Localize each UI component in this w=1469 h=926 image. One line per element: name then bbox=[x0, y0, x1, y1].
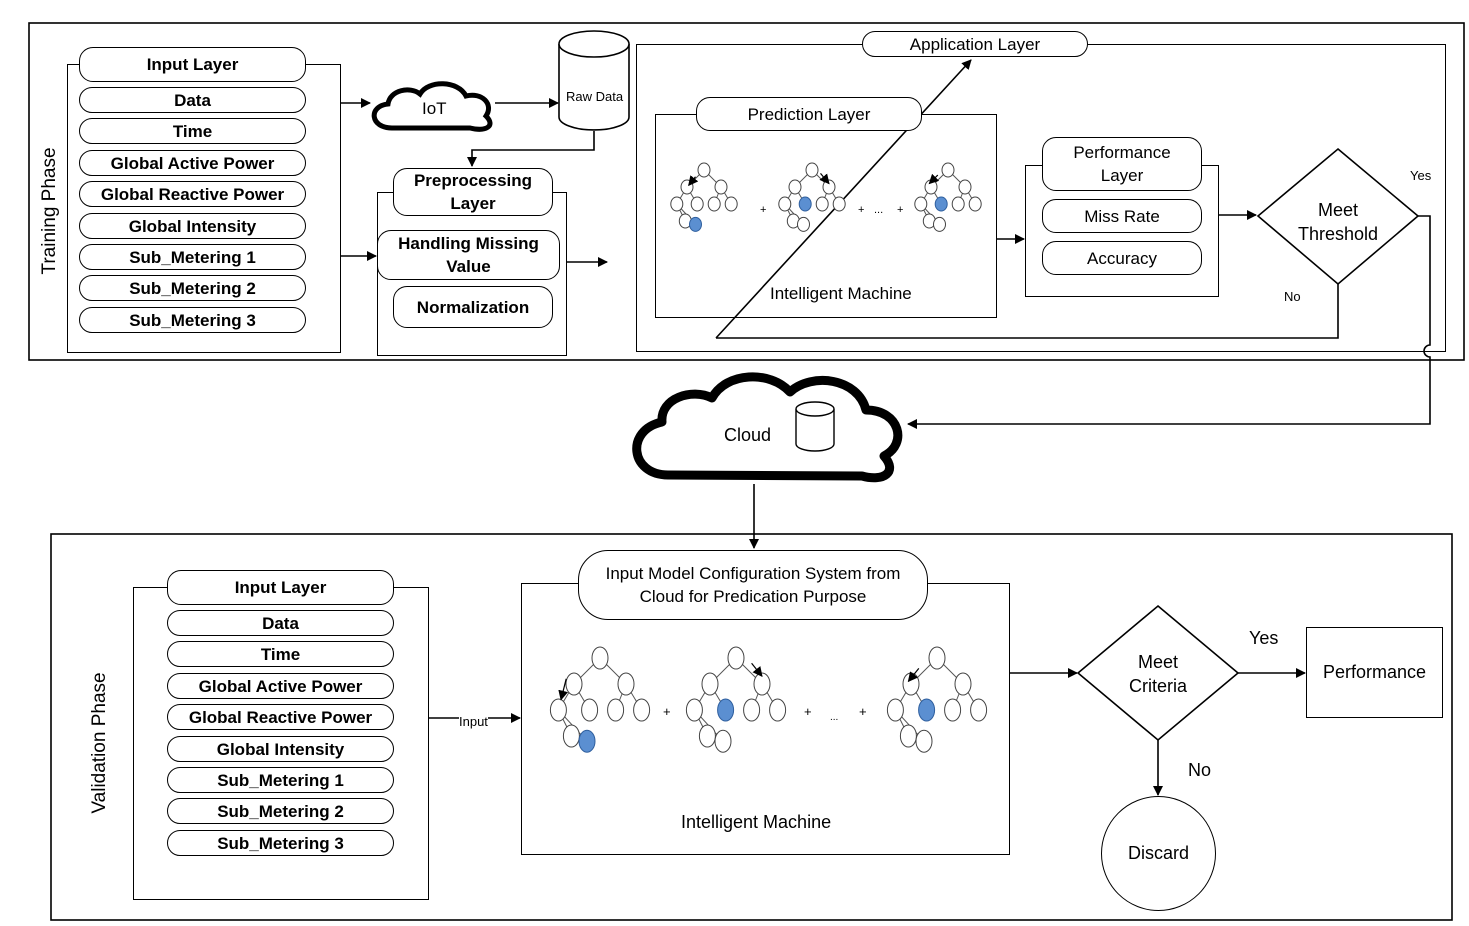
model-configuration-title: Input Model Configuration System from Cl… bbox=[578, 550, 928, 620]
performance-result-label: Performance bbox=[1322, 662, 1427, 682]
training-input-item: Sub_Metering 2 bbox=[79, 275, 306, 301]
prediction-layer-title: Prediction Layer bbox=[696, 97, 922, 131]
threshold-yes-label: Yes bbox=[1410, 168, 1432, 183]
decision-trees-group: + +... + + +... + bbox=[549, 162, 988, 753]
validation-input-item: Sub_Metering 3 bbox=[167, 830, 394, 856]
tree-separator: + bbox=[760, 204, 766, 216]
handling-missing-value: Handling Missing Value bbox=[377, 230, 560, 280]
decision-tree-icon bbox=[670, 162, 738, 232]
decision-tree-icon bbox=[549, 646, 651, 753]
decision-tree-icon bbox=[886, 646, 988, 753]
application-layer-title: Application Layer bbox=[862, 31, 1088, 57]
tree-separator: + bbox=[663, 704, 671, 719]
cloud-label: Cloud bbox=[724, 425, 772, 445]
tree-separator: + bbox=[859, 704, 867, 719]
tree-separator: ... bbox=[830, 712, 838, 723]
tree-separator: + bbox=[804, 704, 812, 719]
training-input-item: Global Intensity bbox=[79, 213, 306, 239]
raw-data-label: Raw Data bbox=[566, 89, 624, 104]
criteria-no-label: No bbox=[1188, 760, 1212, 780]
validation-input-item: Global Active Power bbox=[167, 673, 394, 699]
validation-input-item: Sub_Metering 2 bbox=[167, 798, 394, 824]
normalization: Normalization bbox=[393, 286, 553, 328]
no-loop-line bbox=[716, 284, 1339, 339]
validation-input-layer-title: Input Layer bbox=[167, 570, 394, 605]
cloud-icon bbox=[632, 372, 903, 483]
training-input-item: Global Active Power bbox=[79, 150, 306, 176]
discard-circle: Discard bbox=[1101, 796, 1216, 911]
training-input-item: Time bbox=[79, 118, 306, 144]
raw-data-cylinder-icon bbox=[558, 30, 630, 131]
training-phase-label: Training Phase bbox=[39, 147, 60, 275]
cloud-database-icon bbox=[795, 401, 835, 452]
training-phase-frame bbox=[28, 22, 1465, 361]
validation-input-item: Data bbox=[167, 610, 394, 636]
training-intelligent-machine-label: Intelligent Machine bbox=[770, 284, 912, 303]
threshold-no-label: No bbox=[1284, 289, 1301, 304]
validation-input-item: Global Reactive Power bbox=[167, 704, 394, 730]
miss-rate: Miss Rate bbox=[1042, 199, 1202, 233]
tree-separator: ... bbox=[874, 204, 883, 216]
decision-tree-icon bbox=[914, 162, 982, 232]
validation-phase-frame bbox=[50, 533, 1453, 921]
validation-input-item: Global Intensity bbox=[167, 736, 394, 762]
tree-separator: + bbox=[858, 204, 864, 216]
criteria-yes-label: Yes bbox=[1249, 628, 1279, 648]
performance-result-box: Performance bbox=[1306, 627, 1443, 718]
validation-intelligent-machine-label: Intelligent Machine bbox=[681, 812, 832, 832]
iot-cloud-icon bbox=[371, 81, 493, 132]
validation-input-item: Sub_Metering 1 bbox=[167, 767, 394, 793]
validation-input-item: Time bbox=[167, 641, 394, 667]
performance-layer-title: Performance Layer bbox=[1042, 137, 1202, 191]
training-input-item: Global Reactive Power bbox=[79, 181, 306, 207]
input-arrow-label: Input bbox=[459, 714, 488, 729]
meet-threshold-text: Meet Threshold bbox=[1297, 200, 1379, 244]
preprocessing-title: Preprocessing Layer bbox=[393, 168, 553, 216]
tree-separator: + bbox=[897, 204, 903, 216]
arrow-rawdata-to-preprocessing bbox=[467, 131, 595, 167]
accuracy: Accuracy bbox=[1042, 241, 1202, 275]
discard-label: Discard bbox=[1127, 843, 1189, 863]
decision-tree-icon bbox=[778, 162, 846, 232]
training-input-item: Sub_Metering 3 bbox=[79, 307, 306, 333]
training-input-item: Data bbox=[79, 87, 306, 113]
iot-label: IoT bbox=[422, 99, 447, 118]
validation-phase-label: Validation Phase bbox=[89, 672, 110, 814]
training-input-layer-title: Input Layer bbox=[79, 47, 306, 82]
decision-tree-icon bbox=[685, 646, 787, 753]
meet-criteria-text: Meet Criteria bbox=[1128, 652, 1187, 696]
training-input-item: Sub_Metering 1 bbox=[79, 244, 306, 270]
